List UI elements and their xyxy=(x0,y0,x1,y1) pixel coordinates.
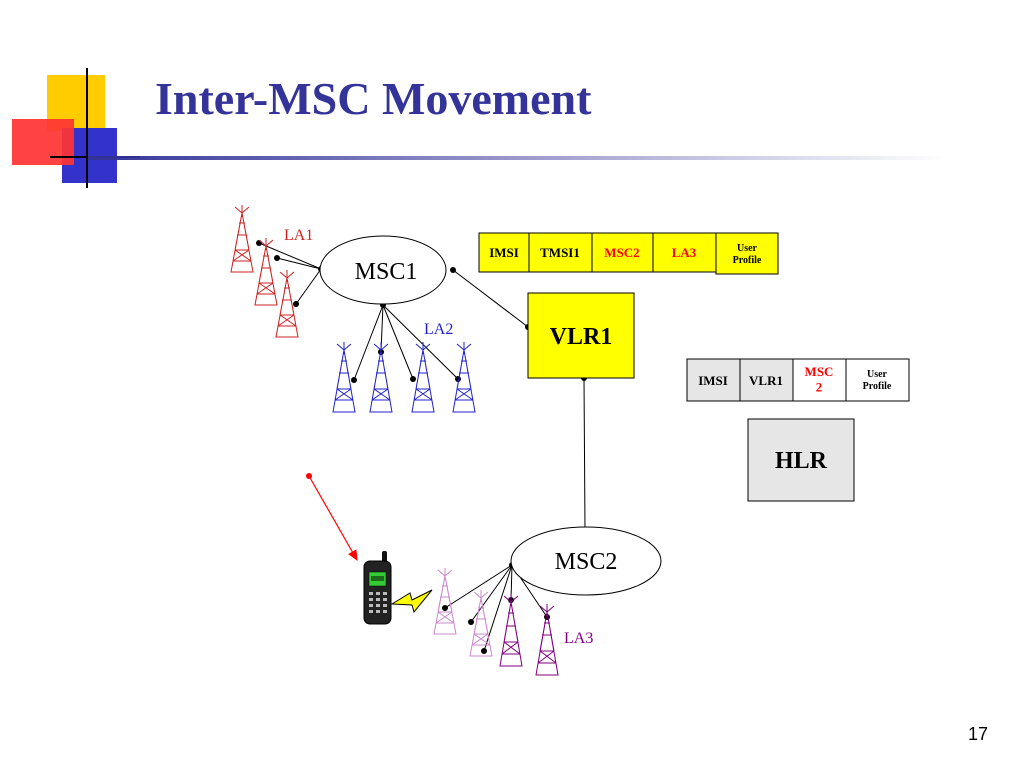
la3-label: LA3 xyxy=(564,630,593,647)
hlr-cell-vlr: VLR1 xyxy=(749,373,783,388)
vlr1-node: VLR1 xyxy=(527,292,635,379)
hlr-cell-imsi: IMSI xyxy=(698,373,728,388)
vlr-cell-msc: MSC2 xyxy=(604,245,639,260)
page-number: 17 xyxy=(968,724,989,744)
tower-icon xyxy=(452,342,476,413)
tower-icon xyxy=(254,238,278,306)
hlr-node: HLR xyxy=(747,418,855,502)
msc2-label: MSC2 xyxy=(555,549,618,575)
msc1-vlr1-link xyxy=(452,269,529,328)
la2-towers xyxy=(332,342,476,413)
la3-towers xyxy=(433,568,559,676)
tower-icon xyxy=(411,342,435,413)
tower-icon xyxy=(275,270,299,338)
tower-icon xyxy=(433,568,457,635)
msc1-node: MSC1 xyxy=(319,235,447,305)
vlr-cell-tmsi: TMSI1 xyxy=(540,245,580,260)
vlr-cell-imsi: IMSI xyxy=(489,245,519,260)
msc2-node: MSC2 xyxy=(510,526,662,596)
title-underline xyxy=(88,156,948,160)
tower-icon xyxy=(332,342,356,413)
slide-title: Inter-MSC Movement xyxy=(155,73,592,124)
movement-arrow xyxy=(306,473,358,562)
hlr-label: HLR xyxy=(775,448,828,474)
la1-label: LA1 xyxy=(284,227,313,244)
la1-towers xyxy=(230,205,299,338)
msc1-label: MSC1 xyxy=(355,259,418,285)
la2-label: LA2 xyxy=(424,321,453,338)
radio-link-icon xyxy=(390,589,433,614)
vlr-cell-la: LA3 xyxy=(672,245,697,260)
mobile-phone-icon xyxy=(363,551,392,625)
vlr1-label: VLR1 xyxy=(550,324,613,350)
tower-icon xyxy=(230,205,254,273)
vlr1-msc2-link xyxy=(583,377,586,532)
tower-icon xyxy=(469,590,493,657)
tower-icon xyxy=(499,594,523,667)
tower-icon xyxy=(369,342,393,413)
corner-logo-icon xyxy=(12,68,140,188)
tower-icon xyxy=(535,604,559,676)
